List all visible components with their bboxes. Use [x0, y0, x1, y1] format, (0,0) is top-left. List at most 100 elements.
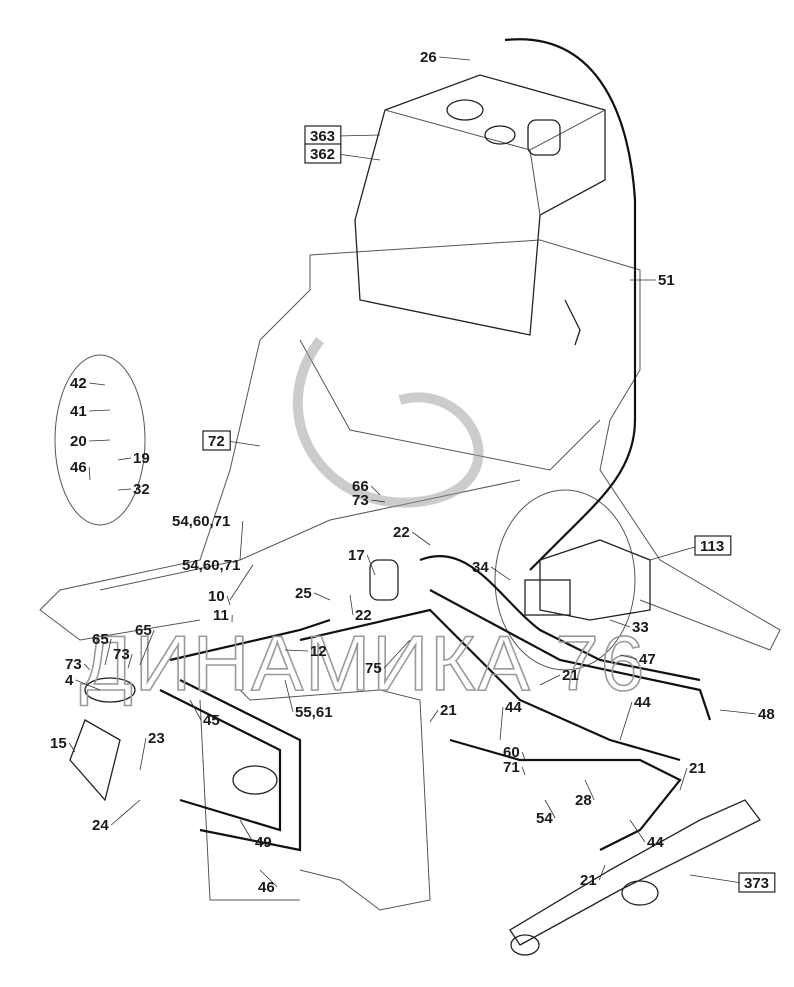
callout-label-46: 46	[70, 459, 87, 476]
leader-line	[649, 545, 699, 561]
leader-line	[104, 638, 112, 666]
leader-line	[139, 629, 155, 666]
leader-line	[521, 766, 526, 776]
leader-line	[499, 706, 504, 741]
callout-label-60: 60	[503, 744, 520, 761]
leader-line	[89, 409, 111, 412]
leader-line	[689, 874, 743, 884]
callout-label-22: 22	[355, 607, 372, 624]
leader-line	[89, 382, 106, 386]
components	[54, 354, 761, 956]
leader-line	[609, 619, 631, 628]
leader-line	[139, 737, 147, 771]
leader-line	[490, 566, 511, 581]
callout-label-65: 65	[92, 631, 109, 648]
leader-line	[226, 595, 231, 606]
callout-label-42: 42	[70, 375, 87, 392]
label-box	[304, 143, 342, 164]
label-box	[738, 872, 776, 893]
callout-label-362: 362	[310, 146, 335, 163]
leader-line	[127, 653, 133, 669]
callout-label-54-60-71: 54,60,71	[172, 513, 230, 530]
watermark-text: ДИНАМИКА 76	[80, 619, 646, 707]
leader-line	[619, 654, 638, 660]
callout-label-73: 73	[113, 646, 130, 663]
leader-line	[337, 134, 381, 137]
leader-line	[189, 699, 202, 721]
callout-label-72: 72	[208, 433, 225, 450]
callout-label-17: 17	[348, 547, 365, 564]
callout-label-21: 21	[440, 702, 457, 719]
leader-line	[259, 869, 278, 888]
callout-label-26: 26	[420, 49, 437, 66]
leader-line	[337, 153, 381, 161]
leader-line	[429, 709, 439, 723]
callout-label-32: 32	[133, 481, 150, 498]
leader-line	[366, 554, 376, 576]
callout-label-25: 25	[295, 585, 312, 602]
callout-label-71: 71	[503, 759, 520, 776]
leader-line	[411, 531, 431, 546]
callout-label-10: 10	[208, 588, 225, 605]
leader-line	[239, 520, 244, 561]
leader-line	[239, 819, 254, 843]
leader-line	[629, 819, 646, 843]
leader-line	[598, 864, 606, 881]
leader-line	[68, 742, 76, 753]
callout-label-4: 4	[65, 672, 74, 689]
callout-label-21: 21	[562, 667, 579, 684]
leader-line	[117, 457, 132, 461]
leader-line	[371, 499, 386, 503]
leader-line	[227, 440, 261, 447]
leader-line	[584, 779, 595, 801]
leader-line	[539, 674, 561, 686]
leader-lines	[68, 56, 757, 888]
callout-label-44: 44	[647, 834, 664, 851]
leader-line	[349, 594, 354, 616]
callout-label-73: 73	[65, 656, 82, 673]
callout-label-20: 20	[70, 433, 87, 450]
leader-line	[284, 679, 294, 713]
leader-line	[110, 799, 141, 826]
leader-line	[383, 639, 411, 669]
leader-line	[88, 466, 91, 481]
callout-label-28: 28	[575, 792, 592, 809]
callout-label-54-60-71: 54,60,71	[182, 557, 240, 574]
label-box	[694, 535, 732, 556]
callout-label-113: 113	[700, 538, 724, 555]
callout-label-21: 21	[689, 760, 706, 777]
callout-label-51: 51	[658, 272, 675, 289]
leader-line	[314, 592, 331, 601]
leader-line	[719, 709, 757, 715]
callout-label-34: 34	[472, 559, 489, 576]
callout-label-54: 54	[536, 810, 553, 827]
callout-label-41: 41	[70, 403, 87, 420]
callout-label-73: 73	[352, 492, 369, 509]
leader-line	[284, 649, 309, 652]
machine-frame	[39, 239, 781, 911]
callout-label-21: 21	[580, 872, 597, 889]
leader-line	[439, 56, 471, 61]
leader-line	[544, 799, 556, 819]
callout-label-11: 11	[213, 607, 229, 624]
callout-label-12: 12	[310, 643, 327, 660]
hydraulic-tank	[354, 74, 606, 346]
watermark: ДИНАМИКА 76	[79, 337, 646, 708]
leader-line	[83, 663, 91, 671]
leader-line	[229, 564, 254, 601]
callout-label-47: 47	[639, 651, 656, 668]
leader-line	[117, 488, 132, 491]
leader-line	[370, 485, 381, 496]
label-box	[202, 430, 231, 451]
hydraulic-hoses	[159, 38, 712, 852]
callout-label-45: 45	[203, 712, 220, 729]
callout-label-66: 66	[352, 478, 369, 495]
callout-label-22: 22	[393, 524, 410, 541]
leader-line	[619, 701, 633, 741]
callout-label-46: 46	[258, 879, 275, 896]
callout-label-48: 48	[758, 706, 775, 723]
callout-label-24: 24	[92, 817, 109, 834]
